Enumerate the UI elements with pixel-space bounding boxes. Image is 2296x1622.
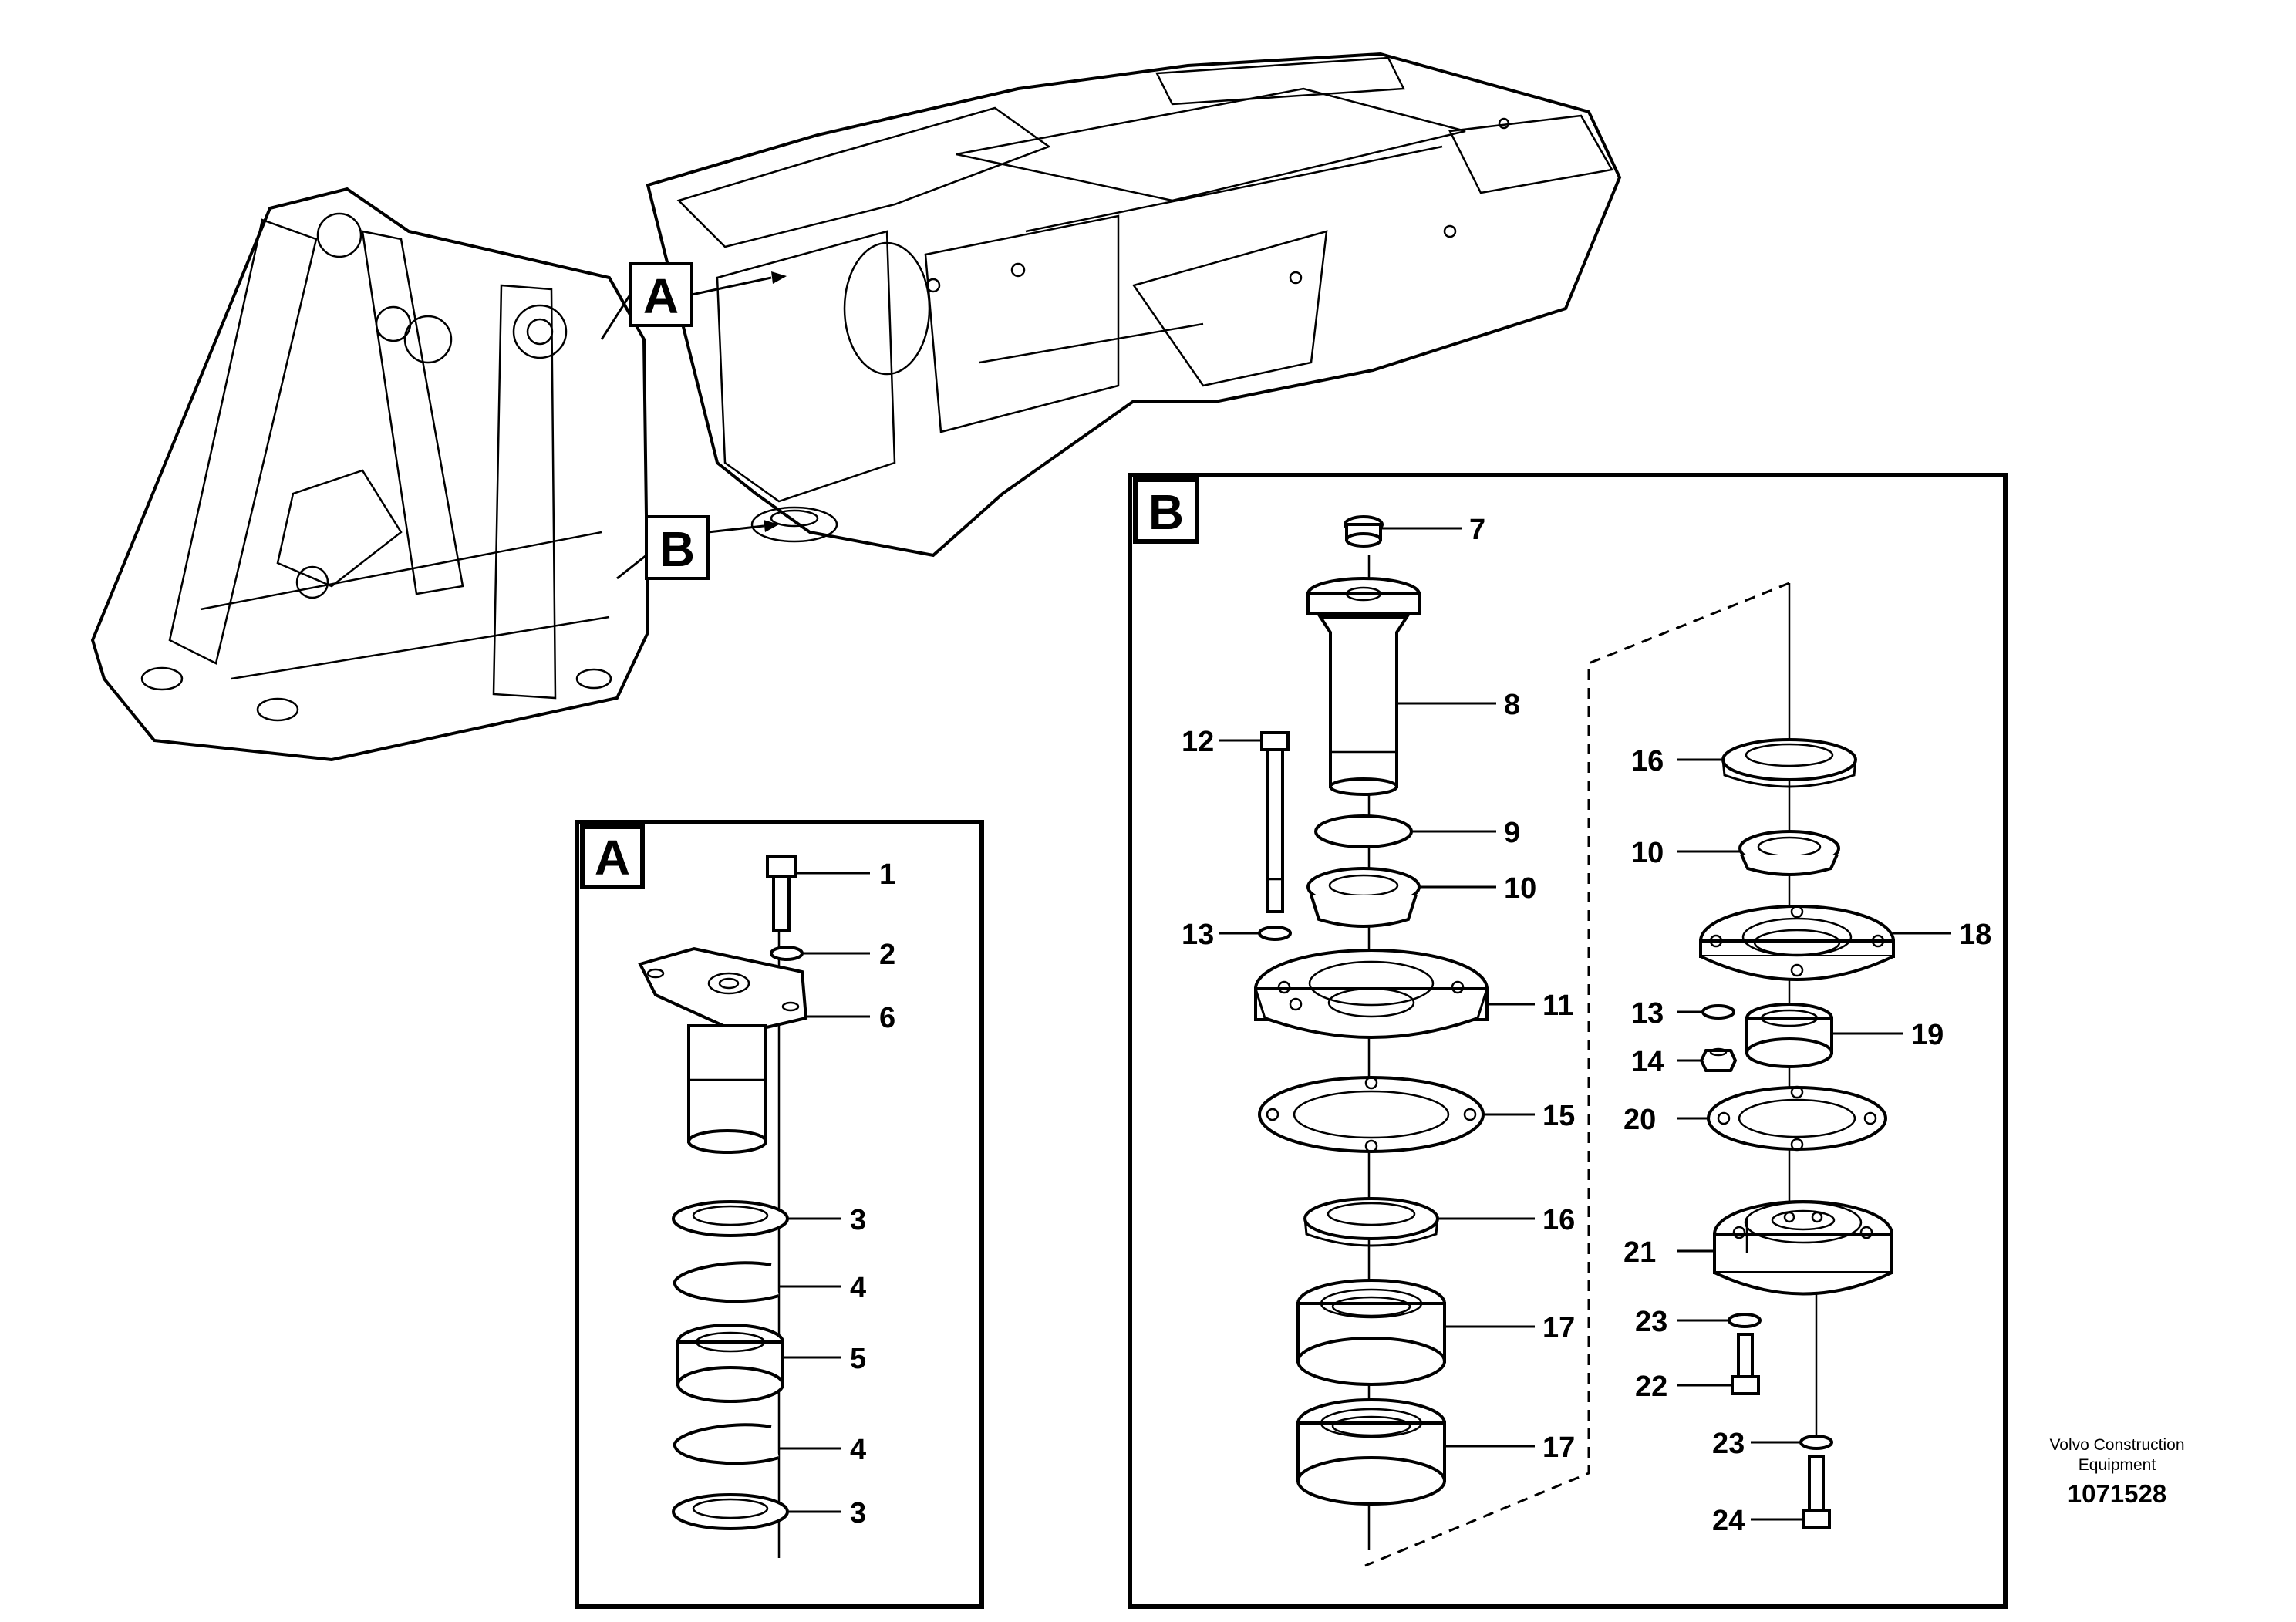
loader-frame-illustration: A B xyxy=(90,52,1622,762)
bushing-part xyxy=(1306,867,1421,928)
panel-a-label: A xyxy=(595,830,630,885)
washer-part xyxy=(770,946,804,961)
panel-a-item-number: 4 xyxy=(850,1272,866,1304)
panel-b-item-number: 12 xyxy=(1182,726,1214,758)
panel-b-item-number: 8 xyxy=(1504,689,1520,721)
snap-ring-part xyxy=(673,1261,780,1303)
panel-b-item-number: 11 xyxy=(1542,990,1573,1022)
o-ring-part xyxy=(1314,814,1413,848)
nut-part xyxy=(1699,1047,1738,1072)
panel-a-item-number: 4 xyxy=(850,1434,866,1466)
panel-b-item-number: 20 xyxy=(1623,1104,1656,1136)
panel-b-item-number: 14 xyxy=(1631,1046,1664,1078)
panel-b-item-number: 17 xyxy=(1542,1431,1575,1464)
panel-b-item-number: 24 xyxy=(1712,1505,1745,1537)
detail-panel-b: B xyxy=(1128,473,2008,1609)
gasket-part xyxy=(1258,1076,1485,1153)
bolt-part xyxy=(1731,1333,1760,1395)
washer-part xyxy=(1701,1004,1735,1020)
washer-part xyxy=(1258,926,1292,941)
snap-ring-part xyxy=(673,1423,780,1465)
detail-panel-a: A xyxy=(575,820,984,1609)
panel-b-item-number: 22 xyxy=(1635,1371,1667,1403)
panel-a-item-number: 6 xyxy=(879,1002,895,1034)
end-cover-part xyxy=(1713,1200,1893,1296)
panel-b-item-number: 17 xyxy=(1542,1312,1575,1344)
panel-b-item-number: 10 xyxy=(1631,837,1664,869)
panel-b-item-number: 13 xyxy=(1182,919,1214,951)
roller-bearing-part xyxy=(1296,1398,1446,1506)
panel-a-item-number: 2 xyxy=(879,939,895,971)
panel-b-item-number: 15 xyxy=(1542,1100,1575,1132)
bolt-part xyxy=(1802,1455,1831,1529)
panel-b-item-number: 23 xyxy=(1712,1428,1745,1460)
washer-part xyxy=(1799,1435,1833,1450)
bushing-part xyxy=(676,1324,784,1403)
callout-a: A xyxy=(600,262,787,340)
panel-b-item-number: 18 xyxy=(1959,919,1991,951)
bushing-part xyxy=(1738,830,1840,876)
panel-b-item-number: 7 xyxy=(1469,514,1485,546)
flange-part xyxy=(1699,905,1895,981)
panel-b-item-number: 10 xyxy=(1504,872,1536,905)
panel-a-item-number: 3 xyxy=(850,1497,866,1529)
company-name-line1: Volvo Construction xyxy=(2049,1436,2184,1454)
company-name-line2: Equipment xyxy=(2079,1456,2156,1474)
dashed-assembly-line xyxy=(1364,582,1790,1567)
pin-with-plate-part xyxy=(638,946,808,1154)
gasket-part xyxy=(1707,1085,1887,1152)
roller-bearing-part xyxy=(1296,1279,1446,1386)
panel-a-item-number: 1 xyxy=(879,858,895,891)
seal-ring-part xyxy=(672,1200,789,1237)
bearing-housing-part xyxy=(1254,949,1489,1039)
rear-frame xyxy=(646,52,1622,558)
seal-ring-part xyxy=(1721,738,1857,788)
panel-b-item-number: 21 xyxy=(1623,1236,1656,1269)
pivot-pin-part xyxy=(1306,577,1421,796)
footer-credit: Volvo Construction Equipment 1071528 xyxy=(2049,1436,2184,1508)
panel-b-item-number: 13 xyxy=(1631,997,1664,1030)
washer-part xyxy=(1728,1313,1762,1328)
callout-b: B xyxy=(616,515,779,580)
seal-ring-part xyxy=(1303,1197,1439,1247)
front-frame xyxy=(90,187,650,762)
bolt-part xyxy=(766,855,797,932)
panel-b-item-number: 9 xyxy=(1504,817,1520,849)
panel-b-item-number: 23 xyxy=(1635,1306,1667,1338)
panel-b-label: B xyxy=(1148,484,1184,540)
panel-b-item-number: 16 xyxy=(1542,1204,1575,1236)
callout-b-label: B xyxy=(659,521,695,577)
panel-a-item-number: 3 xyxy=(850,1204,866,1236)
callout-a-label: A xyxy=(643,268,679,324)
long-bolt-part xyxy=(1260,731,1290,913)
seal-ring-part xyxy=(672,1493,789,1530)
plug-part xyxy=(1344,515,1384,548)
panel-a-item-number: 5 xyxy=(850,1343,866,1375)
panel-b-item-number: 19 xyxy=(1911,1019,1944,1051)
document-number: 1071528 xyxy=(2068,1479,2166,1508)
sleeve-part xyxy=(1745,1003,1833,1068)
panel-b-item-number: 16 xyxy=(1631,745,1664,777)
